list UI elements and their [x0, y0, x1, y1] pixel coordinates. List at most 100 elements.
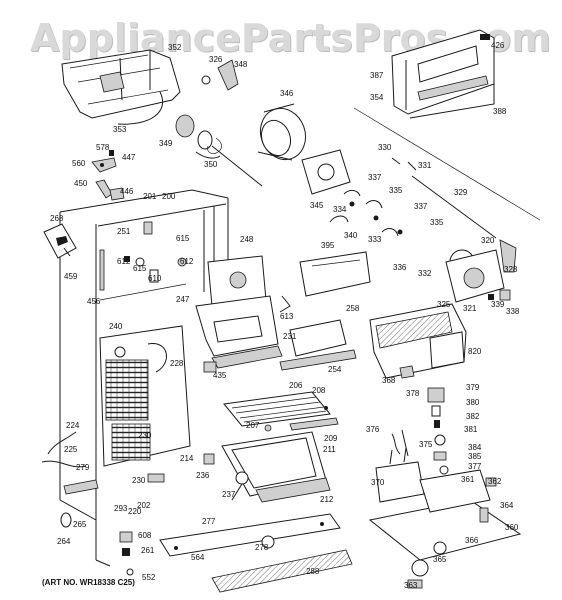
part-callout-206: 206: [289, 381, 303, 390]
part-callout-363: 363: [404, 581, 418, 590]
part-callout-248: 248: [240, 235, 254, 244]
wire-shelf-206: [223, 391, 339, 432]
part-callout-268: 268: [50, 214, 64, 223]
meat-pan-211: [221, 431, 331, 503]
part-callout-615: 615: [176, 234, 190, 243]
part-callout-349: 349: [159, 139, 173, 148]
part-callout-334: 334: [333, 205, 347, 214]
part-callout-435: 435: [213, 371, 227, 380]
bracket-368: [399, 365, 415, 379]
water-valve-370: [375, 387, 449, 503]
part-callout-288: 288: [306, 567, 320, 576]
part-callout-384: 384: [468, 443, 482, 452]
part-callout-326: 326: [209, 55, 223, 64]
part-callout-212: 212: [320, 495, 334, 504]
part-callout-560: 560: [72, 159, 86, 168]
evaporator-228: [99, 325, 191, 467]
part-callout-264: 264: [57, 537, 71, 546]
part-callout-254: 254: [328, 365, 342, 374]
part-callout-228: 228: [170, 359, 184, 368]
clip-435: [203, 361, 217, 373]
part-callout-331: 331: [418, 161, 432, 170]
part-callout-220: 220: [128, 507, 142, 516]
part-callout-258: 258: [346, 304, 360, 313]
part-callout-426: 426: [491, 41, 505, 50]
part-callout-447: 447: [122, 153, 136, 162]
part-callout-321: 321: [463, 304, 477, 313]
part-callout-368: 368: [382, 376, 396, 385]
part-callout-240: 240: [109, 322, 123, 331]
part-callout-350: 350: [204, 160, 218, 169]
part-callout-380: 380: [466, 398, 480, 407]
control-parts-251: [124, 221, 187, 283]
part-callout-230: 230: [138, 431, 152, 440]
part-callout-207: 207: [246, 421, 260, 430]
part-callout-388: 388: [493, 107, 507, 116]
part-callout-332: 332: [418, 269, 432, 278]
part-callout-340: 340: [344, 231, 358, 240]
part-callout-610: 610: [148, 274, 162, 283]
part-callout-214: 214: [180, 454, 194, 463]
part-callout-208: 208: [312, 386, 326, 395]
part-callout-375: 375: [419, 440, 433, 449]
part-callout-354: 354: [370, 93, 384, 102]
small-parts-236-237: [147, 453, 249, 501]
small-brackets-left: [91, 150, 125, 201]
part-callout-578: 578: [96, 143, 110, 152]
part-callout-376: 376: [366, 425, 380, 434]
part-callout-335: 335: [389, 186, 403, 195]
part-callout-330: 330: [378, 143, 392, 152]
part-callout-362: 362: [488, 477, 502, 486]
dispenser-door-387: [391, 29, 495, 119]
part-callout-251: 251: [117, 227, 131, 236]
part-callout-247: 247: [176, 295, 190, 304]
part-callout-552: 552: [142, 573, 156, 582]
part-callout-293: 293: [114, 504, 128, 513]
part-callout-379: 379: [466, 383, 480, 392]
part-callout-353: 353: [113, 125, 127, 134]
part-callout-387: 387: [370, 71, 384, 80]
ice-maker-820: [369, 249, 511, 379]
part-callout-459: 459: [64, 272, 78, 281]
bottom-left-parts: [60, 512, 134, 576]
part-callout-339: 339: [491, 300, 505, 309]
part-callout-360: 360: [505, 523, 519, 532]
part-callout-608: 608: [138, 531, 152, 540]
crisper-cover-258: [279, 319, 357, 371]
part-callout-325: 325: [437, 300, 451, 309]
part-callout-446: 446: [120, 187, 134, 196]
air-duct-248: [195, 255, 291, 369]
part-callout-224: 224: [66, 421, 80, 430]
part-callout-364: 364: [500, 501, 514, 510]
part-callout-378: 378: [406, 389, 420, 398]
water-valve-tag-268: [43, 223, 77, 259]
part-callout-328: 328: [504, 265, 518, 274]
part-callout-211: 211: [323, 445, 336, 454]
part-callout-348: 348: [234, 60, 248, 69]
part-callout-337: 337: [414, 202, 428, 211]
reference-line-354: [353, 107, 541, 221]
part-callout-335: 335: [430, 218, 444, 227]
auger-drum-346: [175, 59, 307, 187]
part-callout-225: 225: [64, 445, 78, 454]
part-callout-200: 200: [162, 192, 176, 201]
part-callout-612: 612: [117, 257, 131, 266]
part-callout-352: 352: [168, 43, 182, 52]
part-callout-320: 320: [481, 236, 495, 245]
part-callout-450: 450: [74, 179, 88, 188]
part-callout-370: 370: [371, 478, 385, 487]
part-callout-278: 278: [255, 543, 269, 552]
part-callout-337: 337: [368, 173, 382, 182]
part-callout-201: 201: [143, 192, 157, 201]
part-callout-564: 564: [191, 553, 205, 562]
cam-bracket-345: [301, 149, 517, 275]
part-callout-265: 265: [73, 520, 87, 529]
compressor-pan-360: [368, 469, 522, 589]
part-callout-345: 345: [310, 201, 324, 210]
part-callout-395: 395: [321, 241, 335, 250]
part-callout-385: 385: [468, 452, 482, 461]
part-callout-202: 202: [137, 501, 151, 510]
part-callout-382: 382: [466, 412, 480, 421]
